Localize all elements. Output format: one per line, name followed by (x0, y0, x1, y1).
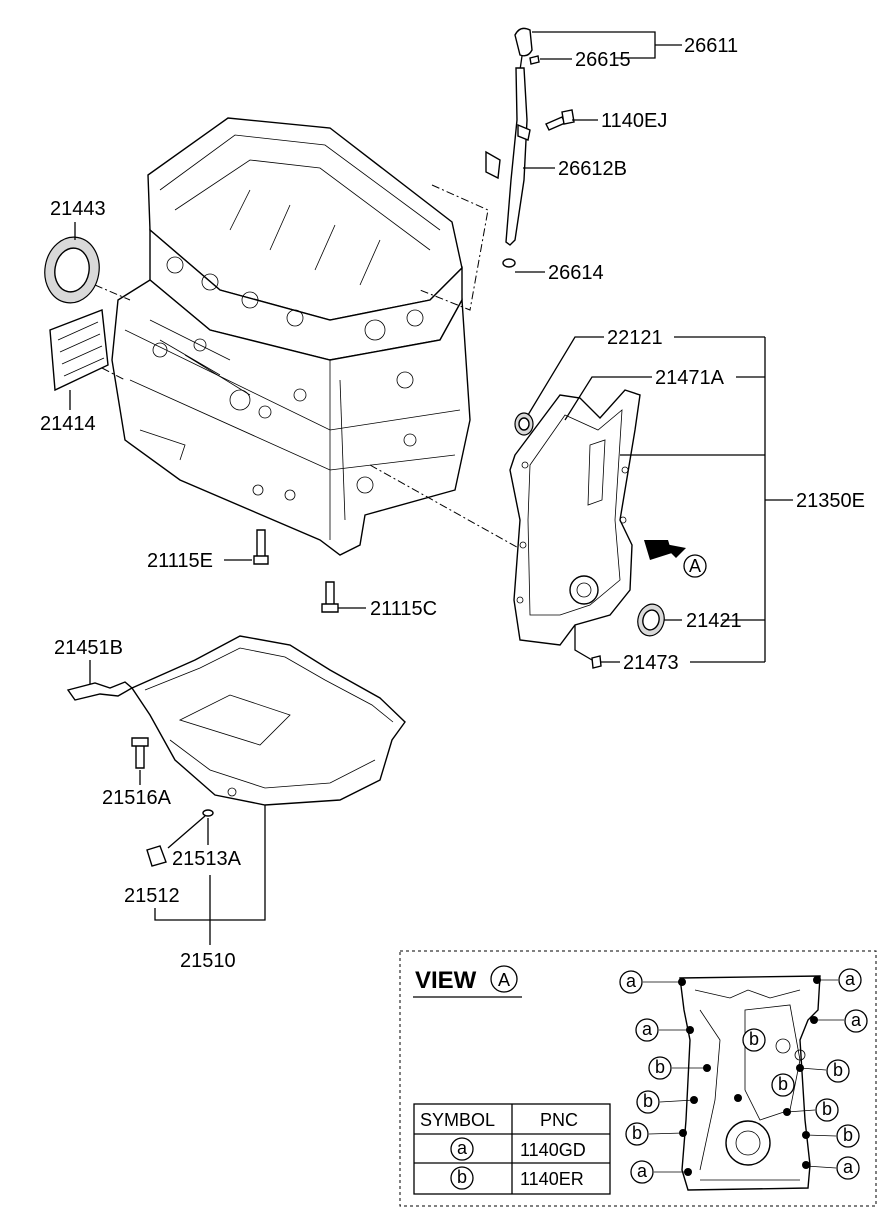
rear-oil-seal-drawing (44, 236, 131, 304)
part-labels: 26611 26615 1140EJ 26612B 26614 21443 21… (40, 35, 865, 972)
view-a-inset: VIEW A SYMBOL PNC a 1140GD b 1140ER (399, 950, 877, 1207)
label-21350E: 21350E (796, 490, 865, 512)
label-21421: 21421 (686, 610, 742, 632)
label-26614: 26614 (548, 262, 604, 284)
table-pnc-b: 1140ER (520, 1169, 584, 1189)
label-21516A: 21516A (102, 787, 172, 809)
rear-seal-case-drawing (49, 309, 126, 392)
label-21414: 21414 (40, 413, 96, 435)
callout-b-5: b (632, 1123, 642, 1143)
block-bolts-drawing (253, 529, 339, 613)
view-title-letter: A (498, 970, 510, 990)
callout-b-8: b (778, 1074, 788, 1094)
leader-lines (69, 31, 793, 945)
label-22121: 22121 (607, 327, 663, 349)
table-header-symbol: SYMBOL (420, 1110, 495, 1130)
oil-level-gauge-drawing (485, 27, 575, 268)
view-arrow-letter: A (689, 556, 701, 576)
label-21510: 21510 (180, 950, 236, 972)
table-symbol-a: a (457, 1138, 468, 1158)
callout-b-6: b (843, 1125, 853, 1145)
callout-b-3: b (643, 1091, 653, 1111)
view-a-arrow: A (644, 540, 707, 578)
symbol-pnc-table: SYMBOL PNC a 1140GD b 1140ER (413, 1103, 611, 1195)
cylinder-block-drawing (111, 117, 541, 561)
label-21512: 21512 (124, 885, 180, 907)
view-callouts: a a a a b b b b b b b b a (619, 968, 868, 1184)
label-21473: 21473 (623, 652, 679, 674)
callout-a-4: a (851, 1010, 862, 1030)
label-26612B: 26612B (558, 158, 627, 180)
callout-a-5: a (637, 1161, 648, 1181)
callout-a-6: a (843, 1157, 854, 1177)
table-pnc-a: 1140GD (520, 1140, 586, 1160)
label-1140EJ: 1140EJ (601, 110, 667, 132)
table-header-pnc: PNC (540, 1110, 578, 1130)
cover-front-view-drawing (678, 975, 821, 1191)
view-title: VIEW (415, 967, 477, 994)
callout-b-7: b (749, 1029, 759, 1049)
label-21451B: 21451B (54, 637, 123, 659)
callout-b-2: b (833, 1060, 843, 1080)
table-symbol-b: b (457, 1167, 467, 1187)
oil-pan-drawing (66, 635, 406, 867)
callout-b-4: b (822, 1099, 832, 1119)
timing-chain-cover-drawing (509, 389, 665, 669)
callout-a-1: a (626, 971, 637, 991)
callout-b-1: b (655, 1057, 665, 1077)
label-21443: 21443 (50, 198, 106, 220)
label-21471A: 21471A (655, 367, 725, 389)
callout-a-2: a (845, 969, 856, 989)
label-26611: 26611 (684, 35, 738, 57)
label-21513A: 21513A (172, 848, 242, 870)
label-26615: 26615 (575, 49, 631, 71)
label-21115C: 21115C (370, 598, 437, 620)
callout-a-3: a (642, 1019, 653, 1039)
label-21115E: 21115E (147, 550, 213, 572)
